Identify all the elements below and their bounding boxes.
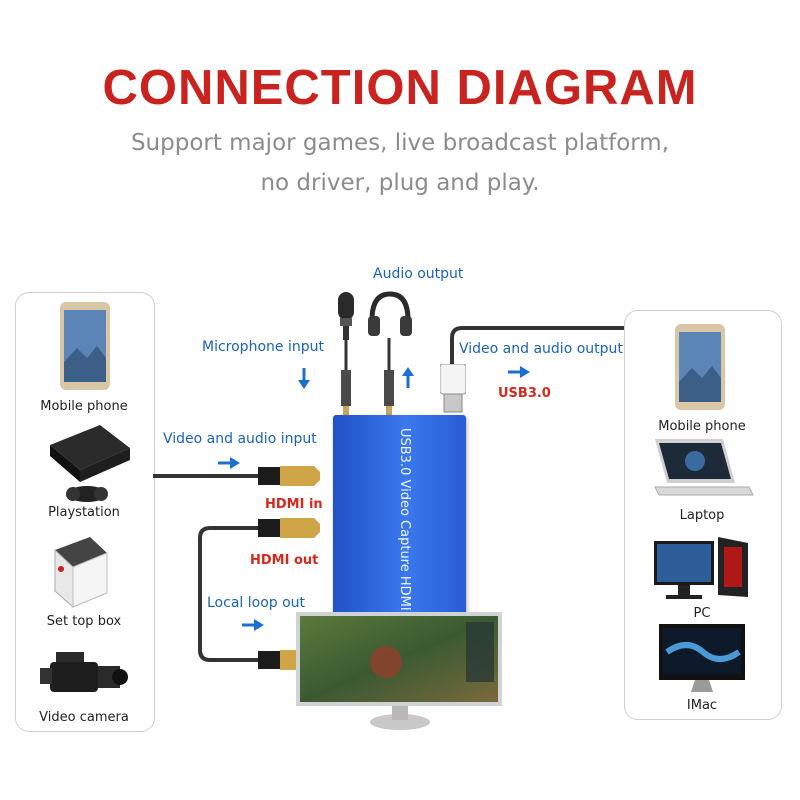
label-usb: USB3.0 <box>498 386 551 401</box>
subtitle-line-2: no driver, plug and play. <box>260 170 540 196</box>
monitor-icon <box>296 612 502 730</box>
device-label-video-camera: Video camera <box>39 710 129 725</box>
label-audio-output: Audio output <box>373 266 464 282</box>
hdmi-out-connector-icon <box>258 518 320 538</box>
label-hdmi-in: HDMI in <box>265 497 323 512</box>
headphones-icon <box>368 291 412 336</box>
device-label-laptop: Laptop <box>679 508 725 523</box>
device-label-mobile-phone-right: Mobile phone <box>658 419 746 434</box>
audio-jacks-icon <box>341 370 394 416</box>
microphone-icon <box>338 292 354 340</box>
page-title: CONNECTION DIAGRAM <box>102 61 698 115</box>
hdmi-in-connector-icon <box>258 466 320 486</box>
label-local-loop-out: Local loop out <box>207 595 306 611</box>
usb-connector-icon <box>440 364 466 413</box>
device-label-imac: IMac <box>686 698 718 713</box>
device-label-playstation: Playstation <box>48 505 120 520</box>
arrow-right-input-icon <box>218 457 240 469</box>
arrow-down-icon <box>298 368 310 389</box>
label-microphone-input: Microphone input <box>202 339 324 355</box>
label-hdmi-out: HDMI out <box>250 553 319 568</box>
capture-box <box>333 415 466 637</box>
arrow-right-usb-icon <box>508 366 530 378</box>
mobile-phone-right-icon <box>675 324 725 410</box>
pc-icon <box>654 537 748 599</box>
set-top-box-icon <box>54 537 108 609</box>
label-video-audio-output: Video and audio output <box>459 341 623 357</box>
arrow-up-icon <box>402 367 414 388</box>
laptop-icon <box>654 439 754 496</box>
arrow-right-loop-icon <box>242 619 264 631</box>
capture-box-label: USB3.0 Video Capture HDMI 4K <box>397 428 412 632</box>
video-camera-icon <box>40 652 128 692</box>
label-video-audio-input: Video and audio input <box>163 431 317 447</box>
mobile-phone-icon <box>60 302 110 390</box>
playstation-icon <box>50 425 130 502</box>
subtitle-line-1: Support major games, live broadcast plat… <box>130 130 670 156</box>
imac-icon <box>659 624 745 692</box>
device-label-set-top-box: Set top box <box>46 614 122 629</box>
device-label-pc: PC <box>693 606 711 621</box>
device-label-mobile-phone-left: Mobile phone <box>40 399 128 414</box>
